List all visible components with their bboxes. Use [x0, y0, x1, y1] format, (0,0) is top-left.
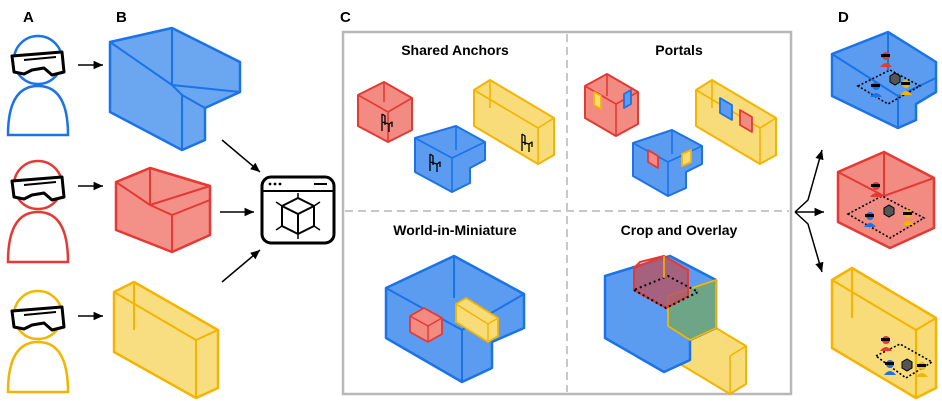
user-red — [6, 159, 70, 264]
avatar-icon — [880, 336, 892, 351]
result-blue-room — [830, 30, 938, 130]
panel-label-b: B — [116, 9, 127, 26]
result-red-room — [836, 150, 936, 250]
arrow-b-to-server — [221, 249, 261, 283]
world-in-miniature-illustration — [384, 254, 526, 384]
panel-label-d: D — [838, 9, 849, 26]
avatar-icon — [916, 362, 928, 377]
quadrant-title-shared-anchors: Shared Anchors — [401, 42, 509, 58]
avatar-icon — [864, 212, 876, 227]
cube-icon — [889, 72, 901, 86]
ar-headset-icon — [10, 50, 66, 77]
user-yellow — [6, 289, 70, 394]
ar-headset-icon — [10, 305, 66, 332]
result-yellow-room — [830, 266, 938, 400]
cube-icon — [883, 204, 895, 218]
cube-icon — [901, 358, 913, 372]
room-blue — [108, 26, 242, 152]
room-red — [114, 166, 212, 254]
avatar-icon — [870, 82, 882, 97]
panel-label-a: A — [23, 9, 34, 26]
quadrant-title-world-in-miniature: World-in-Miniature — [393, 222, 517, 238]
user-blue — [6, 34, 70, 137]
quadrant-title-portals: Portals — [655, 42, 703, 58]
arrows-to-results — [794, 149, 824, 273]
avatar-icon — [880, 52, 892, 67]
arrow-b-to-server — [221, 139, 261, 173]
panel-label-c: C — [340, 9, 351, 26]
portals-illustration — [584, 73, 777, 197]
shared-anchors-illustration — [357, 79, 555, 193]
avatar-icon — [884, 360, 896, 375]
avatar-icon — [870, 182, 882, 197]
crop-and-overlay-illustration — [603, 254, 747, 395]
avatar-icon — [900, 80, 912, 95]
server-cube-icon — [260, 175, 336, 245]
ar-headset-icon — [10, 175, 66, 202]
quadrant-title-crop-and-overlay: Crop and Overlay — [621, 222, 738, 238]
avatar-icon — [902, 210, 914, 225]
technique-grid — [341, 30, 793, 396]
room-yellow — [112, 280, 220, 400]
